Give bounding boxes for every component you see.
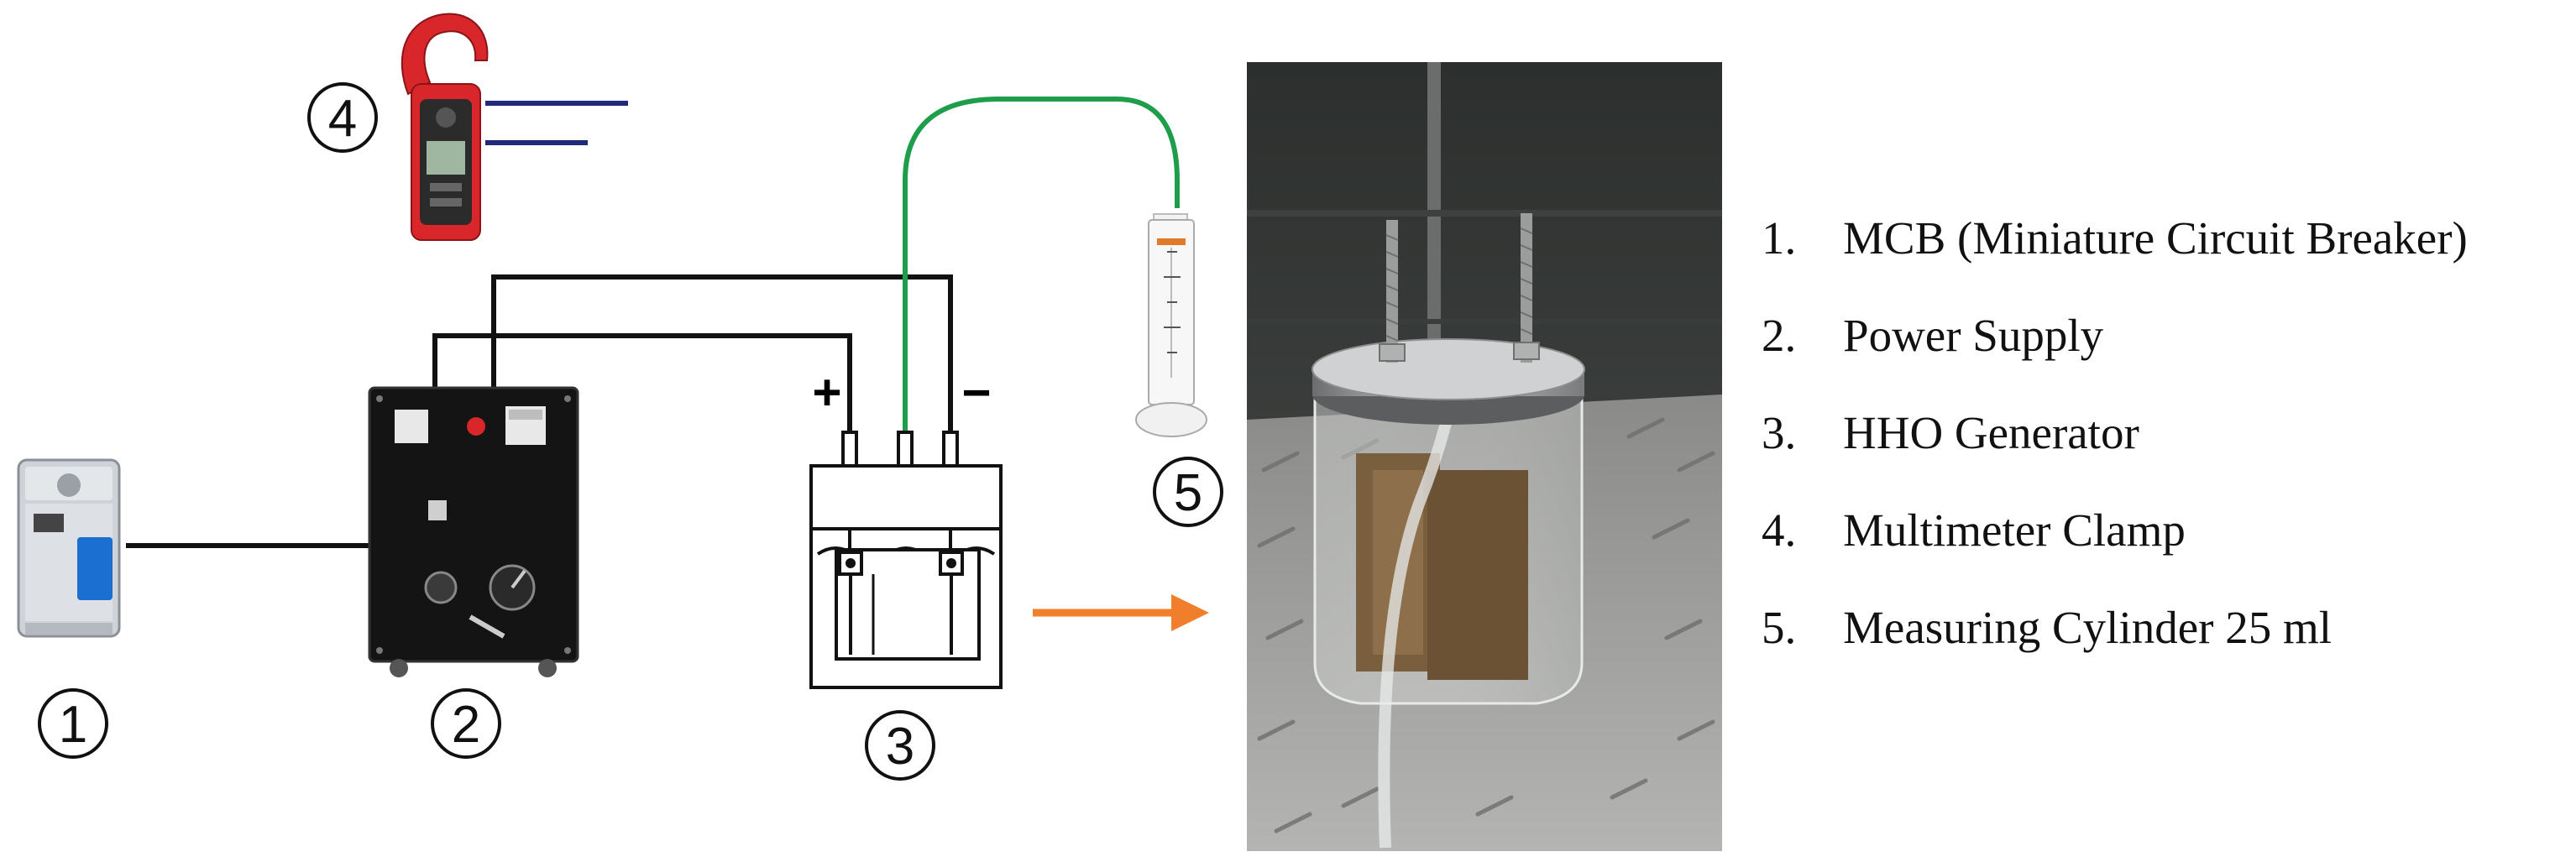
legend-item-label: Measuring Cylinder 25 ml xyxy=(1843,601,2333,653)
svg-text:3: 3 xyxy=(886,718,914,776)
component-5-marker: 5 xyxy=(1153,457,1223,527)
component-4-marker: 4 xyxy=(307,82,378,153)
negative-terminal-label: − xyxy=(961,364,991,421)
legend-item-number: 1. xyxy=(1762,212,1797,264)
legend-item-label: Power Supply xyxy=(1843,309,2104,361)
measuring-cylinder-icon xyxy=(1135,213,1207,437)
legend-item: 3. HHO Generator xyxy=(1762,384,2568,481)
component-2-marker: 2 xyxy=(431,688,501,759)
component-1-marker: 1 xyxy=(38,688,108,759)
negative-wire xyxy=(491,274,953,443)
component-legend: 1. MCB (Miniature Circuit Breaker) 2. Power… xyxy=(1762,189,2568,676)
svg-text:2: 2 xyxy=(452,696,480,754)
legend-item: 2. Power Supply xyxy=(1762,286,2568,384)
power-supply-cabinet-icon xyxy=(368,386,579,677)
legend-item: 4. Multimeter Clamp xyxy=(1762,481,2568,578)
hho-generator-photo xyxy=(1247,62,1722,851)
wiring xyxy=(126,97,1180,548)
legend-item-number: 2. xyxy=(1762,309,1797,361)
legend-item: 1. MCB (Miniature Circuit Breaker) xyxy=(1762,189,2568,286)
legend-item: 5. Measuring Cylinder 25 ml xyxy=(1762,578,2568,676)
positive-terminal-label: + xyxy=(812,364,841,421)
electrolysis-cell-icon xyxy=(809,431,1003,689)
arrow-right-icon xyxy=(1033,594,1209,631)
svg-text:5: 5 xyxy=(1174,464,1202,522)
svg-text:4: 4 xyxy=(328,90,357,148)
gas-hose xyxy=(903,97,1180,436)
svg-text:1: 1 xyxy=(59,696,87,754)
positive-wire xyxy=(432,333,852,443)
legend-item-label: MCB (Miniature Circuit Breaker) xyxy=(1843,212,2468,264)
legend-item-number: 3. xyxy=(1762,406,1797,458)
legend-item-label: HHO Generator xyxy=(1843,406,2139,458)
legend-item-number: 5. xyxy=(1762,601,1797,653)
legend-item-number: 4. xyxy=(1762,504,1797,556)
legend-item-label: Multimeter Clamp xyxy=(1843,504,2186,556)
component-3-marker: 3 xyxy=(865,710,935,781)
clamp-multimeter-icon xyxy=(401,13,489,241)
mcb-breaker-icon xyxy=(17,458,121,638)
